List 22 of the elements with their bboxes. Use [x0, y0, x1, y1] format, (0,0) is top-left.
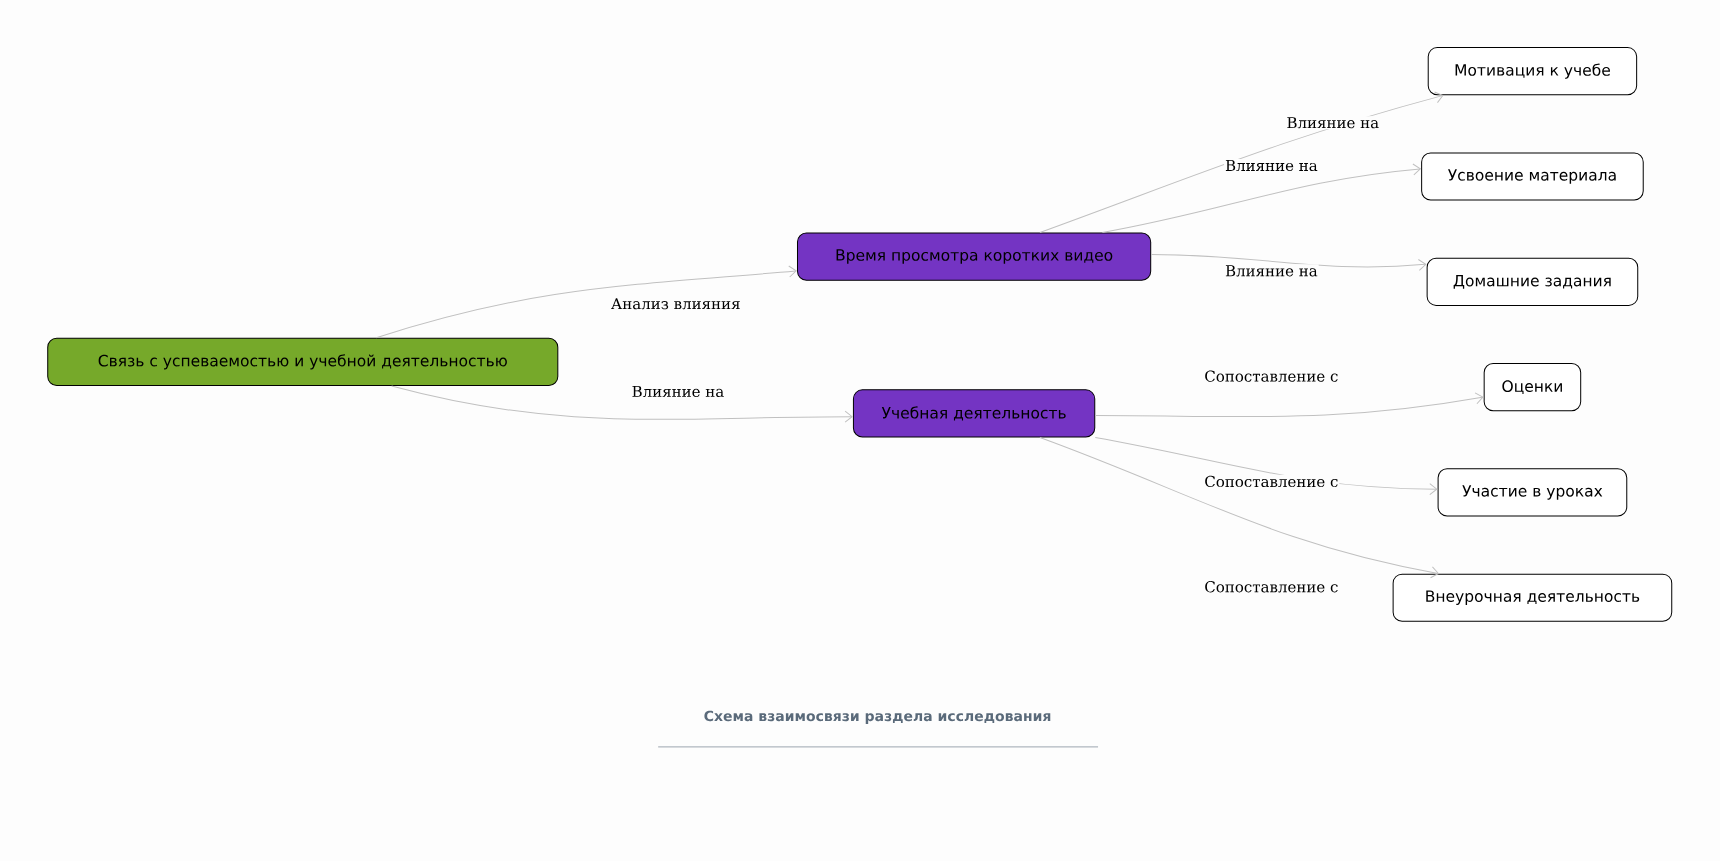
arrow	[1039, 437, 1439, 579]
edge-label: Влияние на	[1285, 116, 1381, 130]
arrow	[1094, 392, 1484, 418]
edge-label: Сопоставление с	[1203, 369, 1340, 383]
edge-label: Анализ влияния	[609, 297, 742, 311]
arrow	[375, 265, 797, 339]
caption: Схема взаимосвязи раздела исследования	[704, 710, 1051, 724]
process-box: Мотивация к учебе	[1427, 47, 1638, 96]
process-box: Оценки	[1483, 363, 1582, 412]
arrow	[1039, 91, 1444, 233]
arrow	[1101, 163, 1421, 233]
edge-label: Сопоставление с	[1203, 580, 1340, 594]
process-box: Участие в уроках	[1437, 468, 1628, 517]
arrow	[391, 385, 853, 423]
process-box: Связь с успеваемостью и учебной деятельностью	[47, 337, 559, 386]
edge-label: Влияние на	[1224, 264, 1319, 278]
process-box: Учебная деятельность	[852, 389, 1096, 438]
process-box: Усвоение материала	[1421, 152, 1644, 201]
arrow	[1150, 253, 1427, 271]
process-box: Домашние задания	[1426, 257, 1639, 306]
process-box: Внеурочная деятельность	[1392, 573, 1673, 622]
process-box: Время просмотра коротких видео	[797, 232, 1152, 281]
